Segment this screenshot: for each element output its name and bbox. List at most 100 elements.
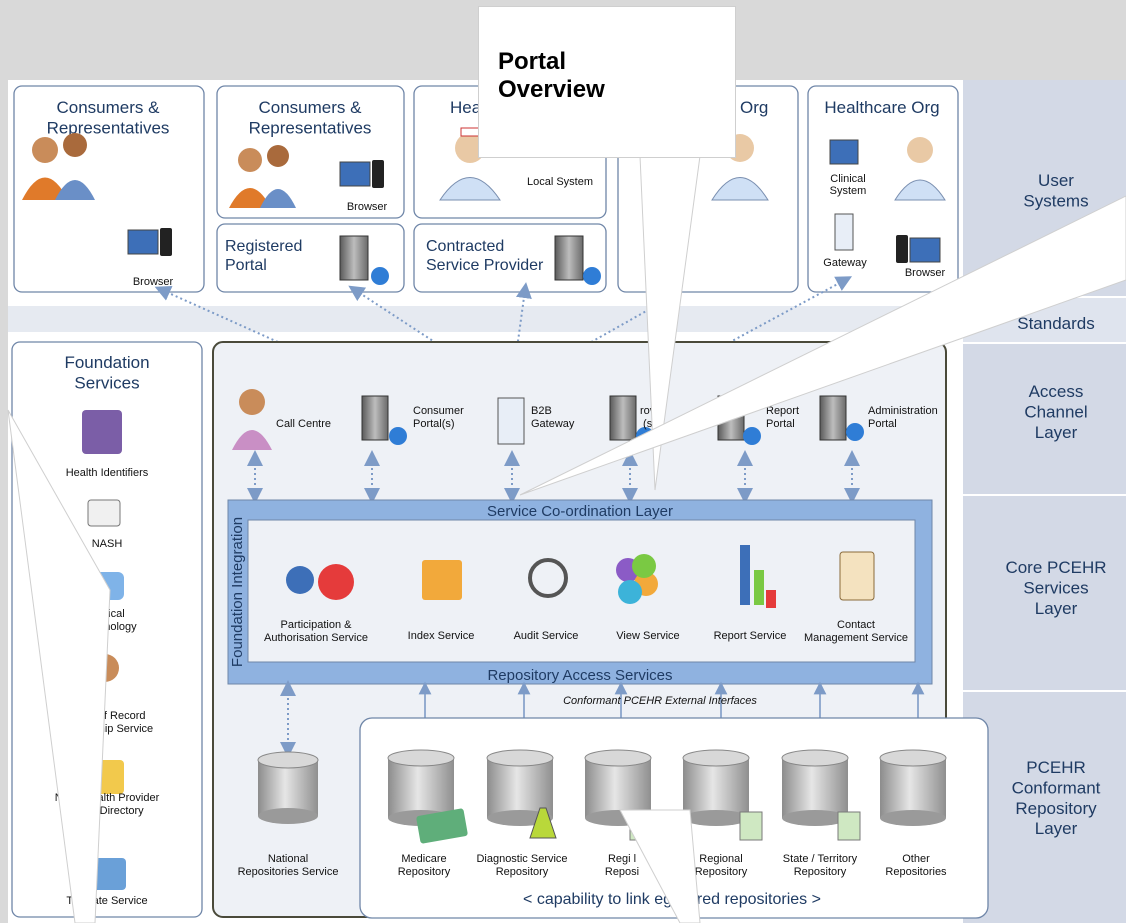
text-line: Repositories Service: [238, 866, 339, 878]
text-line: State / Territory: [783, 853, 858, 865]
integration-label: Foundation Integration: [229, 517, 246, 667]
text-line: Audit Service: [514, 630, 579, 642]
svg-text:Browser: Browser: [347, 201, 388, 213]
text-line: Index Service: [408, 630, 475, 642]
text-line: Service Co-ordination Layer: [487, 503, 673, 520]
report-chart-icon: [740, 545, 776, 608]
provider-portal-icon: [609, 395, 637, 441]
text-line: Consumers &: [57, 98, 161, 117]
text-line: Administration: [868, 405, 938, 417]
svg-text:Hea: Hea: [450, 98, 482, 117]
text-line: Repository: [398, 866, 451, 878]
text-line: Authorisation Service: [264, 632, 368, 644]
text-line: Reposi: [605, 866, 639, 878]
text-line: Representatives: [47, 118, 170, 137]
text-line: Consumer: [413, 405, 464, 417]
text-line: Services: [1023, 578, 1088, 597]
call-centre-icon: [239, 389, 265, 415]
text-line: View Service: [616, 630, 679, 642]
text-line: Registered: [225, 238, 302, 255]
text-line: Services: [74, 373, 139, 392]
text-line: Systems: [1023, 191, 1088, 210]
text-line: Hea: [450, 98, 482, 117]
external-interfaces-label: Conformant PCEHR External Interfaces: [563, 695, 757, 707]
text-line: Gateway: [823, 257, 867, 269]
callout-box: [478, 6, 736, 158]
coordination-label: Service Co-ordination Layer: [487, 503, 673, 520]
view-icon: [616, 554, 658, 604]
text-line: B2B: [531, 405, 552, 417]
svg-text:Browser: Browser: [133, 276, 174, 288]
flask-icon: [529, 807, 557, 839]
svg-text:Gateway: Gateway: [823, 257, 867, 269]
text-line: Gateway: [531, 418, 575, 430]
text-line: Consumers &: [259, 98, 363, 117]
svg-text:Consumers &Representatives: Consumers &Representatives: [47, 98, 170, 137]
nash-icon: [87, 499, 121, 527]
text-line: Repository: [695, 866, 748, 878]
text-line: Other: [902, 853, 930, 865]
text-line: NASH: [92, 538, 123, 550]
text-line: Regi l: [608, 853, 636, 865]
b2b-gateway-icon: [497, 397, 525, 445]
text-line: Management Service: [804, 632, 908, 644]
text-line: Core PCEHR: [1005, 558, 1106, 577]
svg-text:Healthcare Org: Healthcare Org: [824, 98, 939, 117]
svg-text:Participation &Authorisation S: Participation &Authorisation Service: [264, 619, 368, 644]
text-line: Standards: [1017, 314, 1095, 333]
text-line: National: [268, 853, 308, 865]
text-line: Diagnostic Service: [476, 853, 567, 865]
svg-text:Index Service: Index Service: [408, 630, 475, 642]
text-line: Browser: [347, 201, 388, 213]
text-line: Layer: [1035, 599, 1078, 618]
text-line: Layer: [1035, 819, 1078, 838]
text-line: Channel: [1024, 402, 1087, 421]
svg-text:Report Service: Report Service: [714, 630, 787, 642]
text-line: Medicare: [401, 853, 446, 865]
text-line: Repository: [1015, 799, 1097, 818]
text-line: Regional: [699, 853, 742, 865]
callout-pointers: [7, 155, 1126, 923]
svg-text:Call Centre: Call Centre: [276, 418, 331, 430]
server-icon: [339, 235, 601, 285]
text-line: Access: [1029, 382, 1084, 401]
svg-text:Consumers &Representatives: Consumers &Representatives: [249, 98, 372, 137]
text-line: Browser: [133, 276, 174, 288]
text-line: Conformant PCEHR External Interfaces: [563, 695, 757, 707]
svg-text:NASH: NASH: [92, 538, 123, 550]
text-line: Org: [740, 98, 768, 117]
text-line: Service Provider: [426, 257, 544, 274]
text-line: Participation &: [281, 619, 353, 631]
consumer-portal-icon: [361, 395, 389, 441]
callout-title: Portal Overview: [498, 48, 605, 103]
text-line: Conformant: [1012, 778, 1101, 797]
doctor-icon: [439, 127, 946, 201]
user-system-labels: Consumers &Representatives Consumers &Re…: [47, 98, 946, 288]
svg-text:Org: Org: [740, 98, 768, 117]
layer-standards: Standards: [1017, 314, 1095, 333]
core-services: Service Co-ordination Layer Foundation I…: [227, 499, 933, 685]
text-line: Health Identifiers: [66, 467, 149, 479]
text-line: Foundation Integration: [229, 517, 246, 667]
svg-text:View Service: View Service: [616, 630, 679, 642]
text-line: Portal(s): [413, 418, 455, 430]
text-line: Repositories: [885, 866, 947, 878]
health-identifiers-icon: [82, 410, 122, 454]
text-line: Report Service: [714, 630, 787, 642]
text-line: Healthcare Org: [824, 98, 939, 117]
folder-icon: [422, 560, 462, 600]
